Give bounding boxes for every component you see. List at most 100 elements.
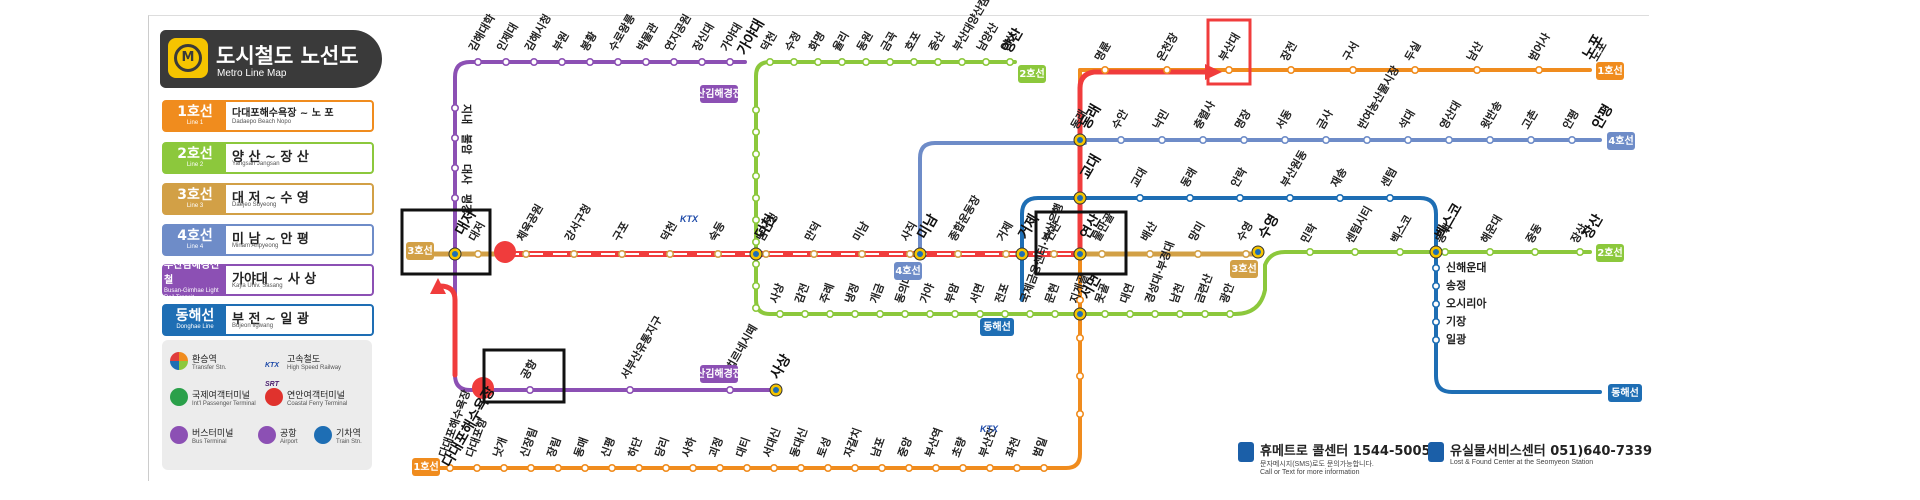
- lost-found-icon: [1428, 442, 1444, 462]
- station-label: 숙등: [706, 219, 727, 243]
- callcenter-info: 휴메트로 콜센터 1544-5005 문자메시지(SMS)로도 문의가능합니다.…: [1260, 440, 1431, 476]
- terminal-badge-bg: [406, 242, 434, 260]
- station-label: 감전: [792, 281, 812, 305]
- station-dot: [1349, 66, 1358, 75]
- station-label: 사하: [679, 434, 699, 459]
- station-label: 토성: [814, 435, 834, 459]
- station-dot: [861, 57, 870, 66]
- station-label: 안락: [1227, 165, 1249, 190]
- station-label: 미남: [849, 219, 871, 244]
- transfer-station-core: [1077, 251, 1083, 257]
- station-dot: [450, 164, 459, 173]
- station-dot: [931, 463, 940, 472]
- station-dot: [985, 463, 994, 472]
- terminal-badge-bg: [1596, 244, 1624, 262]
- station-dot: [1126, 309, 1135, 318]
- station-label: 율리: [829, 29, 851, 54]
- station-dot: [1535, 66, 1544, 75]
- station-label: 동원: [853, 29, 875, 54]
- terminal-badge-label: 1호선: [1597, 64, 1622, 77]
- ferry-intl-icon: [170, 388, 188, 406]
- transfer-icon: [170, 352, 188, 370]
- lostfound-text: 유실물서비스센터 051)640-7339: [1450, 444, 1652, 459]
- station-dot: [450, 134, 459, 143]
- station-dot: [529, 57, 538, 66]
- station-label: 괴정: [706, 435, 726, 459]
- station-label: 일광: [1446, 332, 1466, 346]
- station-dot: [1281, 136, 1290, 145]
- symbol-label: 환승역: [192, 355, 217, 365]
- station-dot: [1076, 333, 1085, 342]
- station-label: 신장림: [517, 426, 541, 459]
- station-dot: [526, 463, 535, 472]
- station-label: 낫개: [490, 435, 510, 459]
- station-dot: [850, 309, 859, 318]
- station-label: 수안: [1108, 107, 1130, 132]
- station-dot: [877, 463, 886, 472]
- station-label: 부산역: [922, 426, 946, 459]
- station-dot: [1322, 136, 1331, 145]
- station-label: 초량: [950, 436, 969, 459]
- station-label: 김해시청: [521, 11, 553, 53]
- station-label: 낙민: [1149, 107, 1171, 132]
- major-station-label: 양산: [999, 25, 1027, 56]
- station-label: 오시리아: [1446, 296, 1487, 310]
- station-dot: [613, 57, 622, 66]
- station-dot: [1386, 194, 1395, 203]
- transfer-station-core: [452, 251, 458, 257]
- station-dot: [450, 104, 459, 113]
- symbol-legend: [162, 340, 372, 470]
- station-label: 좌천: [1003, 435, 1023, 459]
- station-label: 영산대: [1436, 98, 1463, 131]
- station-dot: [1527, 136, 1536, 145]
- station-dot: [1568, 136, 1577, 145]
- station-label: 지내: [460, 104, 474, 124]
- station-dot: [715, 463, 724, 472]
- line1-track-bottom: [438, 68, 1082, 470]
- legend-line-name: 1호선: [177, 104, 213, 120]
- symbol-label-en: Airport: [280, 439, 298, 445]
- station-dot: [1117, 136, 1126, 145]
- station-dot: [775, 309, 784, 318]
- legend-line-route-en: Kaya Univ. Sasang: [232, 283, 283, 289]
- symbol-label: 공항: [280, 429, 297, 439]
- terminal-badge-label: 2호선: [1019, 67, 1044, 80]
- station-dot: [751, 216, 760, 225]
- line-terminal-badge: 부산김해경전철: [687, 85, 751, 103]
- terminal-badge-bg: [1018, 65, 1046, 83]
- metro-logo-icon: M: [168, 38, 208, 78]
- station-label: 화명: [805, 29, 827, 54]
- legend-line-route-en: Yangsan Jangsan: [232, 161, 280, 167]
- station-label: 민락: [1297, 221, 1319, 246]
- station-label: 가야: [917, 281, 937, 305]
- station-dot: [1473, 66, 1482, 75]
- ferry-coastal-icon: [265, 388, 283, 406]
- station-label: 봉황: [577, 29, 599, 54]
- terminal-badge-label: 3호선: [407, 244, 432, 257]
- station-dot: [1441, 248, 1450, 257]
- terminal-badge-bg: [412, 458, 440, 476]
- station-label: 주례: [817, 281, 837, 305]
- station-label: 기장: [1446, 314, 1466, 328]
- station-dot: [1186, 194, 1195, 203]
- station-label: 공항: [517, 357, 539, 382]
- highlight-box-busan-univ: [1206, 18, 1252, 86]
- station-label: 장전: [1277, 39, 1299, 64]
- station-dot: [1225, 66, 1234, 75]
- symbol-label-en: Train Stn.: [336, 439, 362, 445]
- station-dot: [607, 463, 616, 472]
- terminal-badge-label: 1호선: [413, 460, 438, 473]
- station-dot: [617, 250, 626, 259]
- major-station-label: 사상: [768, 352, 795, 382]
- station-label: 김해대학: [465, 11, 497, 53]
- station-dot: [725, 385, 734, 394]
- station-dot: [580, 463, 589, 472]
- major-station-label: 수영: [1255, 211, 1283, 242]
- station-dot: [661, 463, 670, 472]
- station-dot: [1432, 263, 1441, 272]
- station-dot: [1163, 66, 1172, 75]
